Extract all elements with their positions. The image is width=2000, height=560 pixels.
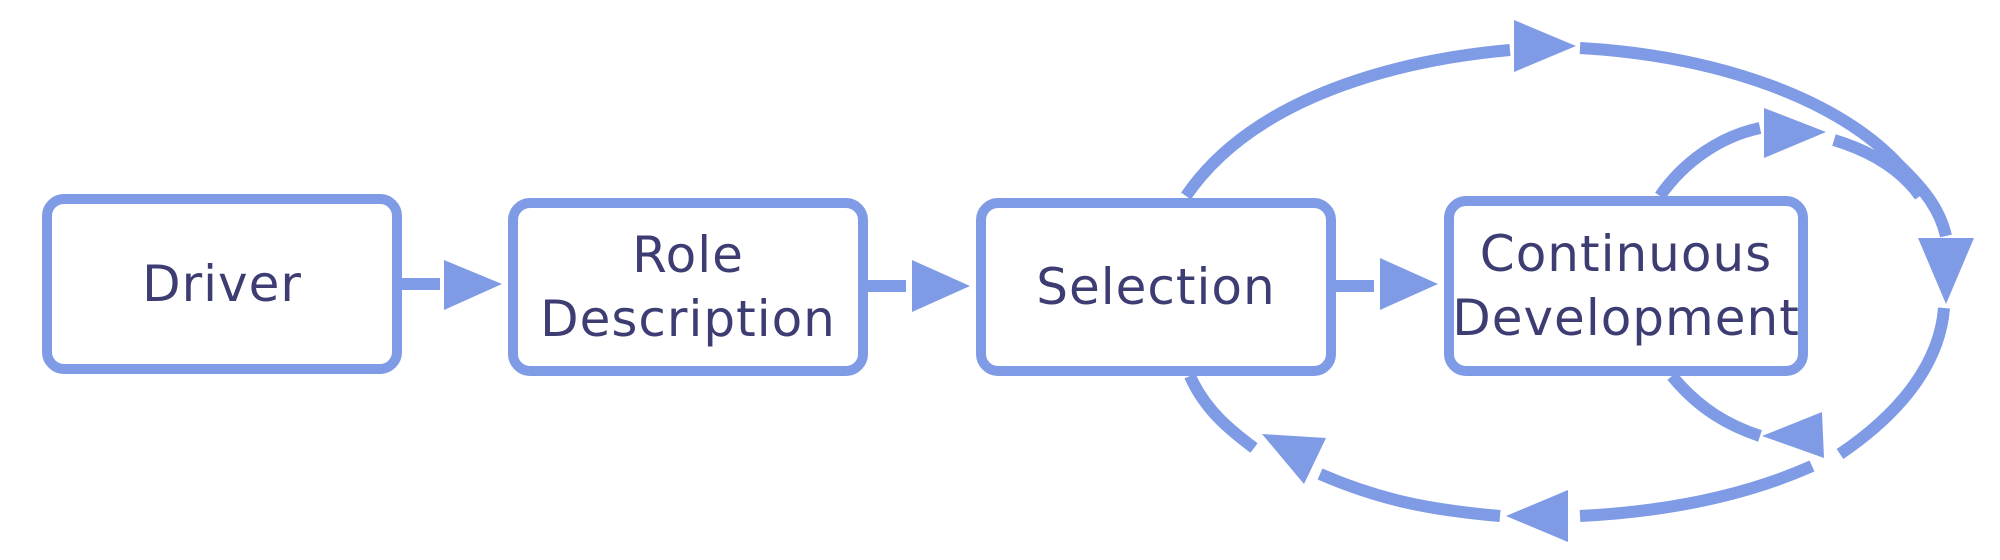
arrow-driver-to-role (444, 260, 502, 310)
outer-loop-top-right-arc (1579, 42, 1952, 238)
node-role-description-label: Role Description (540, 226, 836, 348)
outer-loop-bottom-right-arc (1836, 307, 1950, 459)
outer-loop-top-left-arc (1181, 44, 1511, 200)
arrow-role-to-selection (912, 260, 970, 312)
outer-loop-arrow-right (1918, 238, 1974, 304)
outer-loop-arrow-top (1514, 20, 1576, 72)
outer-loop-arrow-bottom (1506, 490, 1568, 542)
node-continuous-development-label: Continuous Development (1452, 225, 1800, 347)
inner-loop-arrow-bottom (1762, 412, 1824, 458)
node-driver: Driver (42, 194, 402, 374)
outer-loop-bottom-left-arc (1184, 373, 1258, 453)
inner-loop-top-arc (1655, 122, 1762, 200)
node-role-description: Role Description (508, 198, 868, 376)
inner-loop-arrow-top (1764, 108, 1826, 158)
inner-loop-bottom-arc (1667, 372, 1762, 442)
inner-loop-right-arc (1832, 134, 1925, 200)
outer-loop-bottom-arc-middle (1579, 460, 1815, 522)
outer-loop-arrow-bottom-left (1262, 434, 1326, 484)
node-selection: Selection (976, 198, 1336, 376)
node-driver-label: Driver (142, 255, 302, 313)
node-selection-label: Selection (1036, 258, 1276, 316)
node-continuous-development: Continuous Development (1444, 196, 1808, 376)
outer-loop-bottom-arc-left (1317, 468, 1501, 522)
arrow-selection-to-continuous (1380, 258, 1438, 310)
